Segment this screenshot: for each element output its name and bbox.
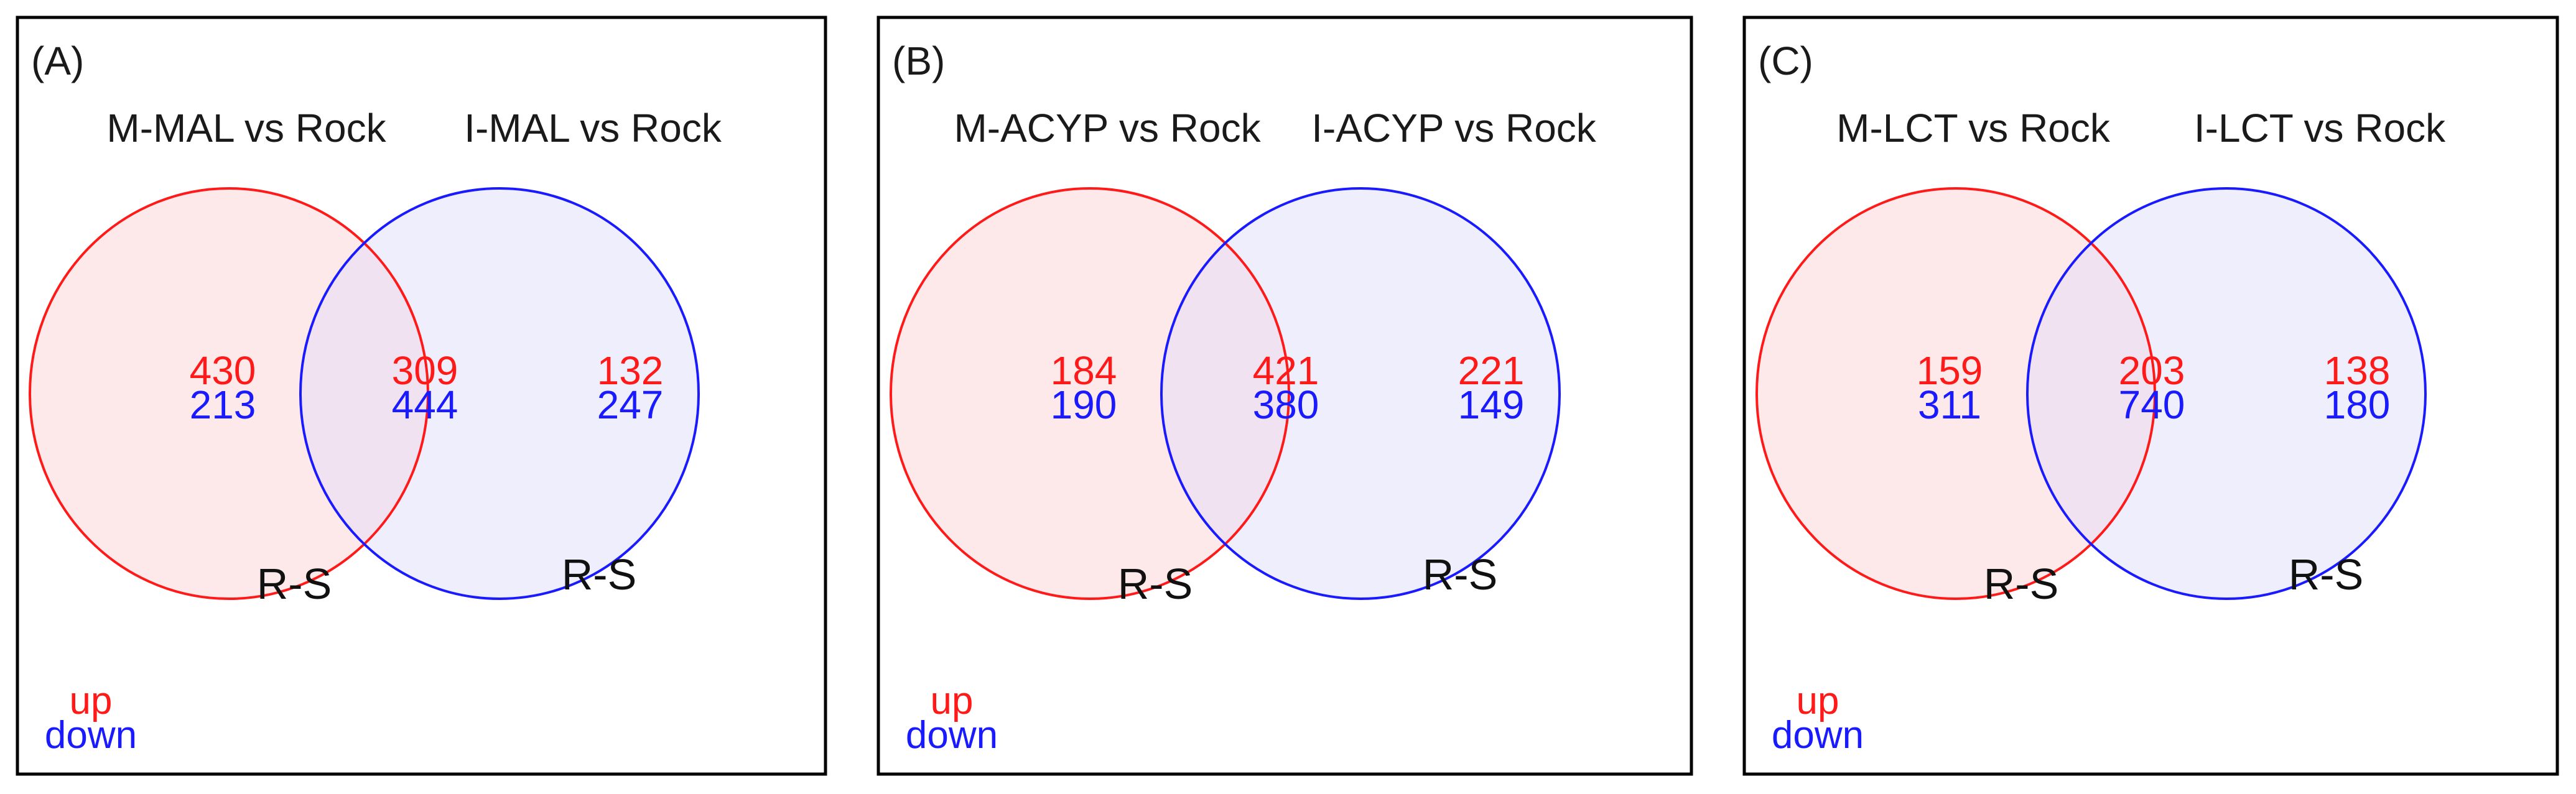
left-only-up-count: 159 (1917, 348, 1983, 393)
right-set-title: I-ACYP vs Rock (1311, 106, 1597, 150)
overlap-down-count: 380 (1253, 382, 1319, 427)
left-set-title: M-LCT vs Rock (1836, 106, 2111, 150)
right-only-up-count: 221 (1458, 348, 1525, 393)
legend-up: up (70, 680, 113, 722)
panel-letter: (A) (31, 39, 84, 83)
overlap-down-count: 444 (392, 382, 458, 427)
left-set-title: M-MAL vs Rock (106, 106, 386, 150)
panel-letter: (C) (1758, 39, 1813, 83)
right-set-tag: R-S (562, 550, 637, 599)
left-set-circle (29, 187, 429, 600)
right-set-title: I-MAL vs Rock (464, 106, 722, 150)
right-only-up-count: 138 (2324, 348, 2391, 393)
legend-down: down (906, 714, 998, 757)
overlap-up-count: 203 (2119, 348, 2185, 393)
legend-down: down (45, 714, 137, 757)
left-set-circle (890, 187, 1290, 600)
legend-up: up (1797, 680, 1839, 722)
left-set-circle (1755, 187, 2156, 600)
left-only-down-count: 311 (1918, 382, 1981, 427)
overlap-up-count: 421 (1253, 348, 1319, 393)
right-only-down-count: 247 (597, 382, 664, 427)
right-set-circle (1160, 187, 1561, 600)
left-set-tag: R-S (1984, 560, 2059, 608)
right-only-down-count: 149 (1458, 382, 1525, 427)
left-set-tag: R-S (257, 560, 332, 608)
overlap-up-count: 309 (392, 348, 458, 393)
left-only-up-count: 184 (1051, 348, 1117, 393)
panel-letter: (B) (892, 39, 945, 83)
left-only-up-count: 430 (190, 348, 256, 393)
left-only-down-count: 213 (190, 382, 256, 427)
right-set-title: I-LCT vs Rock (2194, 106, 2446, 150)
overlap-down-count: 740 (2119, 382, 2185, 427)
legend-down: down (1772, 714, 1864, 757)
right-only-down-count: 180 (2324, 382, 2391, 427)
right-set-tag: R-S (2289, 550, 2364, 599)
right-set-circle (2026, 187, 2427, 600)
left-only-down-count: 190 (1051, 382, 1117, 427)
legend-up: up (931, 680, 974, 722)
right-set-tag: R-S (1423, 550, 1498, 599)
right-only-up-count: 132 (597, 348, 664, 393)
left-set-tag: R-S (1118, 560, 1193, 608)
left-set-title: M-ACYP vs Rock (954, 106, 1261, 150)
right-set-circle (299, 187, 700, 600)
